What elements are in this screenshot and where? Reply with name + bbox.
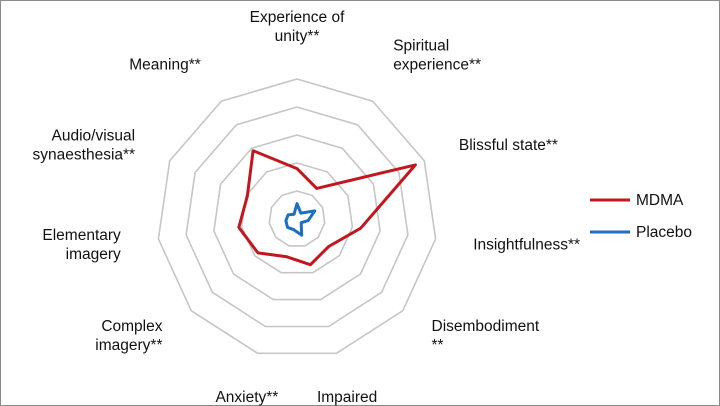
axis-label-line: Blissful state** [459,137,558,154]
axis-label-line: synaesthesia** [33,147,136,164]
axis-label-0: Experience of unity** [250,9,345,45]
legend-label-placebo: Placebo [636,224,692,241]
axis-labels: Experience of unity** Spiritual experience*… [33,9,580,406]
legend-label-mdma: MDMA [636,192,684,209]
radar-series [237,149,417,267]
axis-label-line: Complex [101,318,162,335]
axis-label-5: Impairedcognition** [310,389,384,406]
axis-label-line: Audio/visual [52,128,136,145]
axis-label-6: Anxiety** [215,389,278,406]
axis-label-line: imagery** [95,337,162,354]
axis-label-line: Elementary [42,227,121,244]
axis-label-line: Spiritual [393,37,449,54]
axis-label-line: Anxiety** [215,389,278,406]
grid-ring-5 [157,78,437,355]
axis-label-line: imagery [66,246,121,263]
axis-label-4: Disembodiment ** [432,318,540,354]
axis-label-line: Disembodiment [432,318,540,335]
grid-ring-4 [185,106,409,328]
axis-label-line: Impaired [317,389,377,406]
grid-ring-1 [268,190,326,247]
axis-label-10: Meaning** [129,56,201,73]
axis-label-line: Experience of [250,9,345,26]
grid-ring-2 [240,162,354,274]
radar-grid [157,78,437,355]
series-mdma-line [237,149,417,267]
axis-label-3: Insightfulness** [473,236,580,253]
axis-label-line: Insightfulness** [473,236,580,253]
legend: MDMA Placebo [590,192,692,241]
axis-label-line: Meaning** [129,56,201,73]
axis-label-2: Blissful state** [459,137,558,154]
axis-label-line: unity** [275,28,320,45]
axis-label-7: Complex imagery** [95,318,162,354]
axis-label-1: Spiritual experience** [393,37,481,73]
axis-label-line: experience** [393,56,481,73]
axis-label-9: Audio/visual synaesthesia** [33,128,136,164]
grid-ring-3 [213,134,381,301]
series-placebo-line [284,202,317,237]
axis-label-8: Elementary imagery [42,227,121,263]
axis-label-line: ** [432,337,444,354]
